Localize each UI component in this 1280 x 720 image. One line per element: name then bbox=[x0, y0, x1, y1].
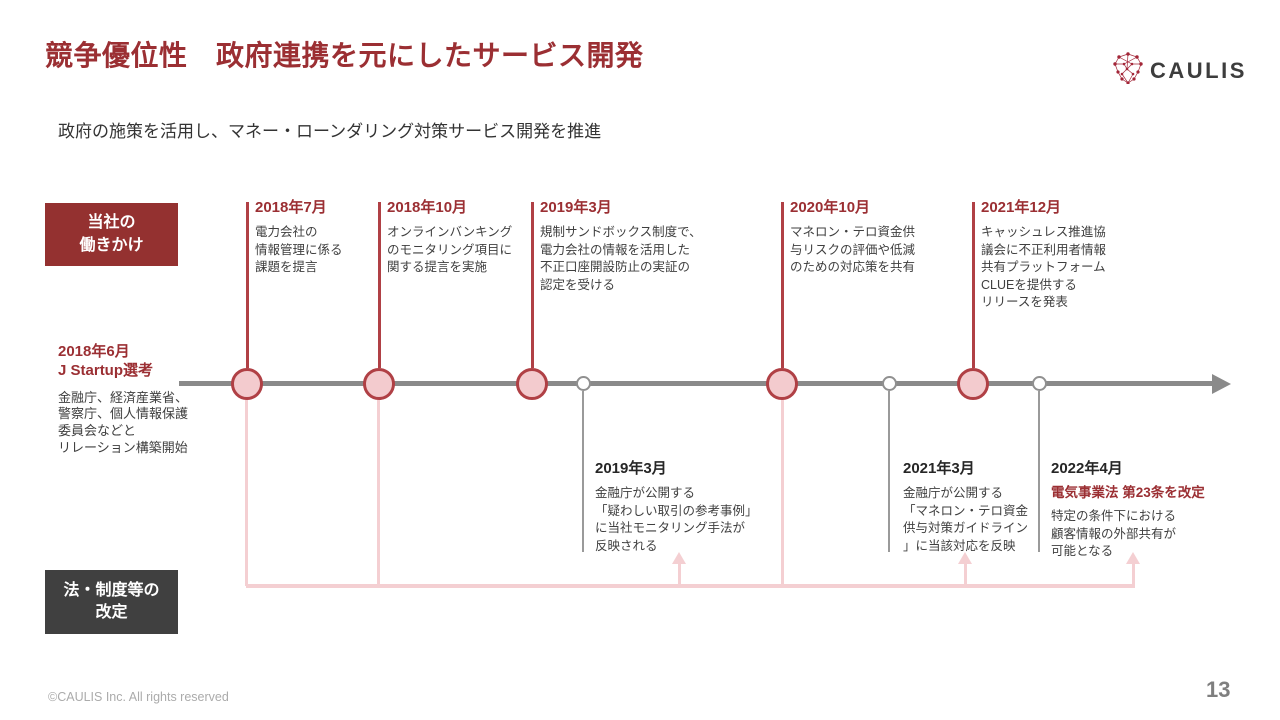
event-title: J Startup選考 bbox=[58, 361, 154, 379]
event-date: 2020年10月 bbox=[790, 199, 871, 216]
connector-line bbox=[781, 399, 784, 586]
event-highlight: 電気事業法 第23条を改定 bbox=[1051, 485, 1205, 500]
up-arrow-icon bbox=[958, 552, 972, 564]
event-description: 金融庁が公開する 「マネロン・テロ資金 供与対策ガイドライン 」に当該対応を反映 bbox=[903, 486, 1029, 553]
timeline-node-icon bbox=[516, 368, 548, 400]
up-arrow-icon bbox=[1132, 563, 1135, 584]
timeline-open-node-icon bbox=[576, 376, 591, 391]
up-arrow-icon bbox=[1126, 552, 1140, 564]
timeline-node-icon bbox=[231, 368, 263, 400]
event-description: マネロン・テロ資金供 与リスクの評価や低減 のための対応策を共有 bbox=[790, 225, 916, 274]
timeline-arrowhead-icon bbox=[1212, 374, 1231, 394]
event-description: 規制サンドボックス制度で、 電力会社の情報を活用した 不正口座開設防止の実証の … bbox=[540, 225, 702, 292]
event-description: キャッシュレス推進協 議会に不正利用者情報 共有プラットフォーム CLUEを提供… bbox=[981, 225, 1107, 309]
connector-line bbox=[377, 399, 380, 586]
timeline-node-icon bbox=[766, 368, 798, 400]
event-stem bbox=[972, 202, 975, 368]
top-event: 2021年12月 キャッシュレス推進協 議会に不正利用者情報 共有プラットフォー… bbox=[981, 196, 1141, 312]
timeline-node-icon bbox=[957, 368, 989, 400]
event-date: 2018年10月 bbox=[387, 199, 468, 216]
caulis-logo-text: CAULIS bbox=[1150, 57, 1247, 83]
bottom-event: 2022年4月 電気事業法 第23条を改定 特定の条件下における 顧客情報の外部… bbox=[1051, 457, 1236, 561]
caulis-logo-icon bbox=[1113, 52, 1143, 89]
caulis-logo: CAULIS bbox=[1113, 52, 1247, 89]
event-description: 特定の条件下における 顧客情報の外部共有が 可能となる bbox=[1051, 509, 1177, 558]
event-stem bbox=[246, 202, 249, 368]
up-arrow-icon bbox=[964, 563, 967, 584]
regulations-label-box: 法・制度等の 改定 bbox=[45, 570, 178, 634]
timeline-open-node-icon bbox=[1032, 376, 1047, 391]
event-description: 金融庁、経済産業省、 警察庁、個人情報保護 委員会などと リレーション構築開始 bbox=[58, 389, 189, 456]
timeline-open-node-icon bbox=[882, 376, 897, 391]
timeline-axis bbox=[179, 381, 1215, 386]
top-event: 2019年3月 規制サンドボックス制度で、 電力会社の情報を活用した 不正口座開… bbox=[540, 196, 730, 294]
top-event: 2020年10月 マネロン・テロ資金供 与リスクの評価や低減 のための対応策を共… bbox=[790, 196, 945, 277]
slide-subtitle: 政府の施策を活用し、マネー・ローンダリング対策サービス開発を推進 bbox=[58, 122, 602, 141]
event-date: 2019年3月 bbox=[540, 199, 612, 216]
event-date: 2022年4月 bbox=[1051, 460, 1123, 477]
bottom-event: 2021年3月 金融庁が公開する 「マネロン・テロ資金 供与対策ガイドライン 」… bbox=[903, 457, 1053, 555]
event-date: 2021年12月 bbox=[981, 199, 1062, 216]
event-date: 2021年3月 bbox=[903, 460, 975, 477]
up-arrow-icon bbox=[678, 563, 681, 584]
event-leader-line bbox=[1038, 391, 1040, 552]
event-description: 電力会社の 情報管理に係る 課題を提言 bbox=[255, 225, 343, 274]
connector-line bbox=[246, 584, 1135, 588]
event-stem bbox=[781, 202, 784, 368]
up-arrow-icon bbox=[672, 552, 686, 564]
bottom-event: 2019年3月 金融庁が公開する 「疑わしい取引の参考事例」 に当社モニタリング… bbox=[595, 457, 790, 555]
event-date: 2018年7月 bbox=[255, 199, 327, 216]
event-leader-line bbox=[582, 391, 584, 552]
timeline-node-icon bbox=[363, 368, 395, 400]
page-title: 競争優位性 政府連携を元にしたサービス開発 bbox=[45, 40, 644, 71]
top-event: 2018年7月 電力会社の 情報管理に係る 課題を提言 bbox=[255, 196, 390, 277]
timeline-origin-event: 2018年6月 J Startup選考 金融庁、経済産業省、 警察庁、個人情報保… bbox=[58, 343, 223, 457]
page-number: 13 bbox=[1206, 677, 1231, 702]
footer-copyright: ©CAULIS Inc. All rights reserved bbox=[48, 690, 229, 704]
company-actions-label-box: 当社の 働きかけ bbox=[45, 203, 178, 266]
event-leader-line bbox=[888, 391, 890, 552]
connector-line bbox=[245, 399, 248, 586]
event-date: 2018年6月 bbox=[58, 343, 130, 360]
top-event: 2018年10月 オンラインバンキング のモニタリング項目に 関する提言を実施 bbox=[387, 196, 537, 277]
event-date: 2019年3月 bbox=[595, 460, 667, 477]
event-stem bbox=[531, 202, 534, 368]
event-description: 金融庁が公開する 「疑わしい取引の参考事例」 に当社モニタリング手法が 反映され… bbox=[595, 486, 758, 553]
event-description: オンラインバンキング のモニタリング項目に 関する提言を実施 bbox=[387, 225, 513, 274]
event-stem bbox=[378, 202, 381, 368]
